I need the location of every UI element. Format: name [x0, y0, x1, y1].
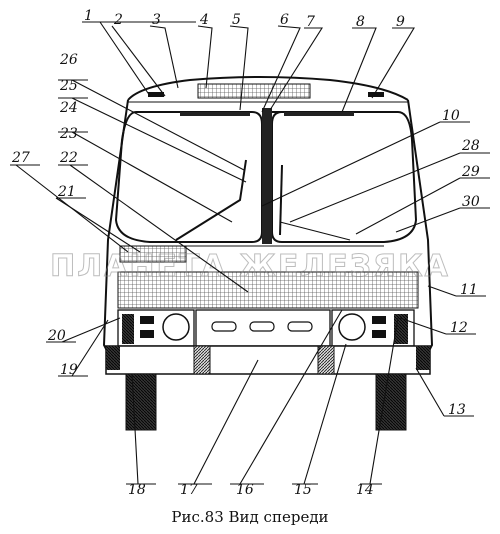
wiper-left	[175, 159, 247, 241]
bumper-end-right	[416, 346, 430, 370]
callout-15: 15	[294, 482, 312, 498]
callout-20: 20	[47, 328, 66, 344]
callout-14: 14	[356, 482, 374, 498]
wheel-left	[125, 373, 157, 431]
headlight-left	[162, 313, 190, 341]
callout-19: 19	[60, 362, 78, 378]
callout-8: 8	[356, 14, 365, 30]
callout-labels: 1 2 3 4 5 6 7 8 9 10 11 12 13 14 15 16 1…	[11, 8, 480, 498]
callout-25: 25	[59, 78, 78, 94]
grille	[117, 271, 419, 309]
callout-9: 9	[396, 14, 405, 30]
figure-caption: Рис.83 Вид спереди	[171, 508, 329, 526]
side-lamp-right-top	[372, 316, 386, 324]
callout-30: 30	[462, 194, 480, 210]
bumper	[105, 345, 431, 375]
callout-13: 13	[448, 402, 466, 418]
side-lamp-left-top	[140, 316, 154, 324]
bumper-bracket-right	[317, 345, 335, 375]
side-lamp-left-bottom	[140, 330, 154, 338]
callout-23: 23	[59, 126, 78, 142]
callout-28: 28	[461, 138, 480, 154]
callout-17: 17	[180, 482, 198, 498]
watermark: ПЛАНЕТА ЖЕЛЕЗЯКА	[50, 249, 450, 284]
windshield-pillar	[262, 108, 272, 244]
bumper-bracket-left	[193, 345, 211, 375]
callout-21: 21	[57, 184, 76, 200]
callout-27: 27	[11, 150, 30, 166]
callout-7: 7	[306, 14, 315, 30]
windshield-right	[271, 111, 418, 243]
roof-marker-lamp-right	[368, 92, 384, 97]
callout-5: 5	[232, 12, 241, 28]
callout-12: 12	[450, 320, 468, 336]
callout-18: 18	[128, 482, 146, 498]
callout-26: 26	[59, 52, 78, 68]
sun-visor-right	[284, 112, 354, 116]
side-lamp-right-bottom	[372, 330, 386, 338]
roof-marker-lamp-left	[148, 92, 164, 97]
windshield-left	[114, 111, 263, 243]
roof	[127, 76, 409, 101]
callout-1: 1	[84, 8, 93, 24]
sun-visor-left	[180, 112, 250, 116]
wiper-right-arm	[279, 164, 283, 236]
callout-11: 11	[460, 282, 478, 298]
callout-10: 10	[442, 108, 460, 124]
callout-24: 24	[59, 100, 78, 116]
route-sign	[197, 83, 311, 99]
callout-3: 3	[152, 12, 161, 28]
callout-22: 22	[59, 150, 78, 166]
callout-4: 4	[199, 12, 209, 28]
callout-16: 16	[236, 482, 254, 498]
turn-signal-left	[122, 314, 134, 344]
leader-lines	[10, 21, 490, 485]
callout-6: 6	[280, 12, 289, 28]
callout-29: 29	[461, 164, 480, 180]
callout-2: 2	[113, 12, 123, 28]
bumper-end-left	[106, 346, 120, 370]
headlight-right	[338, 313, 366, 341]
